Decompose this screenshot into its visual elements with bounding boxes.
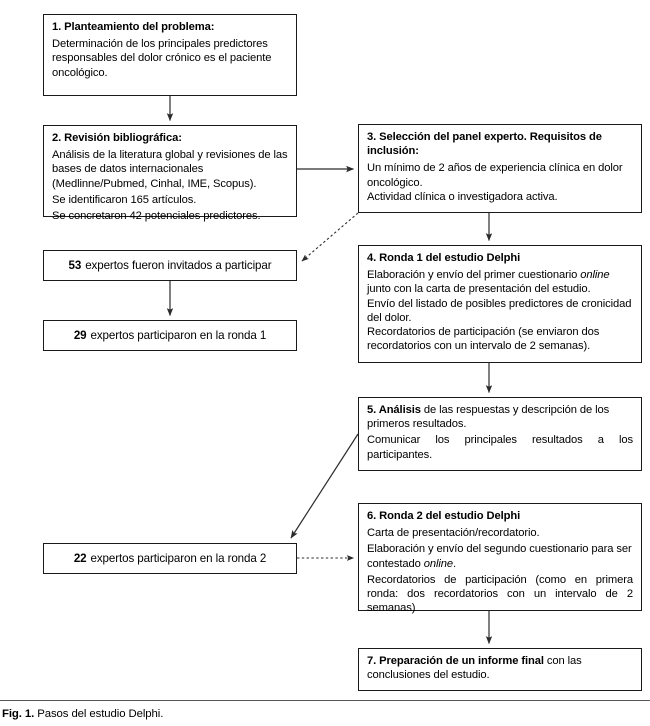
step-5-heading-line: 5. Análisis de las respuestas y descripc…	[367, 403, 633, 431]
figure-caption-text: Pasos del estudio Delphi.	[37, 708, 164, 720]
flow-node-step-5: 5. Análisis de las respuestas y descripc…	[358, 397, 642, 471]
caption-divider	[0, 700, 650, 701]
tally-invited-count: 53	[68, 259, 82, 272]
step-7-text: 7. Preparación de un informe final con l…	[367, 654, 633, 682]
tally-round1-count: 29	[73, 329, 87, 342]
step-6-line-2-part-b: .	[453, 557, 457, 570]
flow-node-step-1: 1. Planteamiento del problema: Determina…	[43, 14, 297, 96]
step-1-body: Determinación de los principales predict…	[52, 38, 272, 79]
connector-step3-to-invited	[301, 212, 359, 262]
step-4-online-emphasis: online	[580, 269, 610, 282]
tally-round2-label: expertos participaron en la ronda 2	[90, 552, 267, 565]
step-3-heading: 3. Selección del panel experto. Requisit…	[367, 131, 602, 158]
step-3-line-2: Actividad clínica o investigadora activa…	[367, 190, 558, 203]
figure-caption-label: Fig. 1.	[2, 708, 35, 720]
step-2-heading: 2. Revisión bibliográfica:	[52, 132, 182, 144]
tally-invited-label: expertos fueron invitados a participar	[85, 259, 272, 272]
step-2-line-1: Análisis de la literatura global y revis…	[52, 149, 288, 190]
step-5-heading-rest: de las respuestas y descripción de los p…	[367, 404, 610, 431]
step-3-line-1: Un mínimo de 2 años de experiencia clíni…	[367, 162, 623, 189]
tally-round1-label: expertos participaron en la ronda 1	[90, 329, 267, 342]
flow-node-step-7: 7. Preparación de un informe final con l…	[358, 648, 642, 691]
step-6-online-emphasis: online	[423, 557, 454, 570]
step-5-line-2: Comunicar los principales resultados a l…	[367, 434, 633, 461]
step-1-heading: 1. Planteamiento del problema:	[52, 21, 215, 33]
step-5-heading: 5. Análisis	[367, 404, 421, 416]
step-4-heading: 4. Ronda 1 del estudio Delphi	[367, 252, 521, 264]
flow-node-step-2: 2. Revisión bibliográfica: Análisis de l…	[43, 125, 297, 222]
step-6-line-3: Recordatorios de participación (como en …	[367, 573, 633, 615]
step-6-line-2: Elaboración y envío del segundo cuestion…	[367, 542, 633, 570]
connector-step5-to-round2	[290, 433, 359, 539]
step-7-heading-rest: con las conclusiones del estudio.	[367, 655, 582, 682]
step-4-line-3: Recordatorios de participación (se envia…	[367, 326, 600, 353]
step-6-heading: 6. Ronda 2 del estudio Delphi	[367, 510, 521, 522]
step-7-heading: 7. Preparación de un informe final	[367, 655, 544, 667]
step-2-line-3: Se concretaron 42 potenciales predictore…	[52, 210, 261, 223]
flow-node-step-6: 6. Ronda 2 del estudio Delphi Carta de p…	[358, 503, 642, 614]
flow-node-step-4: 4. Ronda 1 del estudio Delphi Elaboració…	[358, 245, 642, 363]
step-4-line-2: Envío del listado de posibles predictore…	[367, 297, 632, 324]
step-2-line-2: Se identificaron 165 artículos.	[52, 193, 197, 206]
step-4-line-1: Elaboración y envío del primer cuestiona…	[367, 268, 633, 296]
step-6-line-1: Carta de presentación/recordatorio.	[367, 527, 540, 540]
tally-round2-count: 22	[73, 552, 87, 565]
flow-node-step-3: 3. Selección del panel experto. Requisit…	[358, 124, 642, 213]
step-4-line-1-part-a: Elaboración y envío del primer cuestiona…	[367, 269, 581, 282]
step-4-line-1-part-b: junto con la carta de presentación del e…	[367, 283, 591, 296]
step-6-line-2-part-a: Elaboración y envío del segundo cuestion…	[367, 543, 632, 570]
figure-caption: Fig. 1.Pasos del estudio Delphi.	[2, 707, 642, 721]
